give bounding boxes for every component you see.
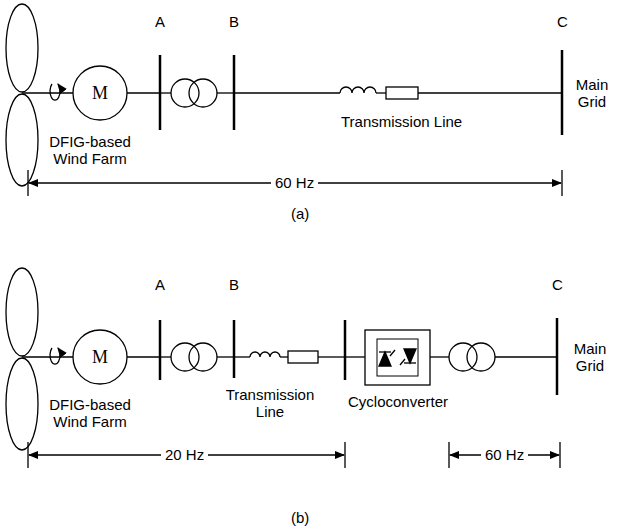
transformer-symbol: [449, 343, 477, 371]
bus-bar: [344, 320, 347, 380]
inductor-symbol: [250, 352, 280, 357]
dimension-tick: [27, 170, 28, 196]
wire: [217, 356, 234, 357]
line-label: Transmission Line: [341, 113, 462, 130]
panel-caption: (a): [291, 205, 309, 222]
bus-label: A: [155, 13, 165, 30]
dimension-tick: [344, 442, 345, 468]
wire: [160, 92, 171, 93]
rotation-arrow: [50, 348, 60, 364]
resistor-symbol: [386, 87, 418, 99]
grid-label: Main Grid: [569, 76, 615, 111]
generator-circle: M: [72, 329, 128, 385]
machine-symbol-text: M: [72, 329, 128, 385]
bus-label: C: [557, 13, 568, 30]
transformer-symbol: [189, 343, 217, 371]
dimension-tick: [561, 170, 562, 196]
converter-label: Cycloconverter: [348, 393, 448, 410]
bus-label: B: [229, 276, 239, 293]
wire: [318, 356, 345, 357]
generator-circle-outline: [73, 330, 127, 384]
generator-circle-outline: [73, 66, 127, 120]
machine-symbol-text: M: [72, 65, 128, 121]
wire: [234, 92, 340, 93]
wire: [160, 356, 171, 357]
bus-bar: [561, 50, 564, 135]
transformer-symbol: [467, 343, 495, 371]
shaft: [22, 356, 73, 357]
wire: [234, 356, 250, 357]
wire: [127, 92, 160, 93]
grid-label: Main Grid: [567, 340, 613, 375]
bus-label: B: [229, 13, 239, 30]
transformer-symbol: [171, 79, 199, 107]
resistor-symbol: [288, 351, 318, 363]
turbine-blades: [6, 4, 38, 186]
inductor-symbol: [340, 87, 376, 93]
frequency-label: 20 Hz: [161, 446, 208, 463]
wire: [345, 356, 365, 357]
bus-bar: [556, 318, 559, 395]
generator-circle: M: [72, 65, 128, 121]
line-label: Transmission Line: [222, 386, 318, 421]
frequency-label: 60 Hz: [481, 446, 528, 463]
panel-caption: (b): [291, 509, 309, 526]
dimension-tick: [27, 442, 28, 468]
wind-farm-label: DFIG-based Wind Farm: [42, 133, 138, 168]
bus-bar: [233, 320, 236, 378]
bus-label: A: [155, 276, 165, 293]
turbine-blades: [6, 268, 38, 450]
bus-bar: [159, 320, 162, 380]
wire: [217, 92, 234, 93]
wire: [495, 356, 557, 357]
transformer-symbol: [171, 343, 199, 371]
cycloconverter-symbol: [365, 330, 430, 385]
dimension-tick: [448, 442, 449, 468]
wire: [376, 92, 386, 93]
wire: [430, 356, 449, 357]
rotation-arrow: [50, 84, 60, 100]
bus-label: C: [552, 276, 563, 293]
wire: [127, 356, 160, 357]
dimension-tick: [559, 442, 560, 468]
transformer-symbol: [189, 79, 217, 107]
shaft: [22, 92, 73, 93]
frequency-label: 60 Hz: [271, 174, 318, 191]
wire: [280, 356, 288, 357]
wind-farm-label: DFIG-based Wind Farm: [42, 396, 138, 431]
wire: [418, 92, 562, 93]
